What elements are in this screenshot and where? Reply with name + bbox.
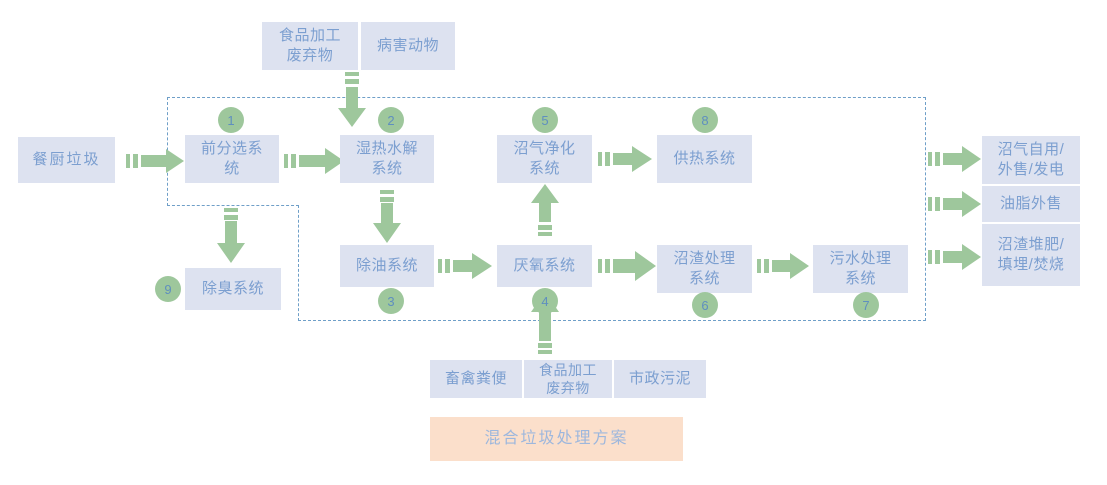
system-pre-sorting-system[interactable]: 前分选系 统 — [185, 135, 279, 183]
node-label: 污水处理 系统 — [829, 250, 892, 287]
node-label: 市政污泥 — [628, 370, 691, 388]
input-diseased-animals[interactable]: 病害动物 — [361, 22, 455, 70]
scheme-title-label: 混合垃圾处理方案 — [484, 430, 629, 448]
dashed-boundary-top — [167, 97, 926, 98]
system-oil-removal-system[interactable]: 除油系统 — [340, 245, 434, 287]
dashed-boundary-left-step — [167, 205, 299, 206]
step-badge-8: 8 — [692, 107, 718, 133]
system-heat-supply-system[interactable]: 供热系统 — [657, 135, 752, 183]
dashed-boundary-bottom — [298, 320, 926, 321]
node-label: 沼渣堆肥/ 填埋/焚烧 — [997, 236, 1065, 273]
step-badge-1: 1 — [218, 107, 244, 133]
step-badge-9: 9 — [155, 276, 181, 302]
step-number: 4 — [541, 293, 549, 309]
dashed-boundary-left-lower — [298, 205, 299, 321]
dashed-boundary-right — [925, 97, 926, 321]
step-number: 5 — [541, 112, 549, 128]
node-label: 食品加工 废弃物 — [278, 27, 341, 64]
system-anaerobic-system[interactable]: 厌氧系统 — [497, 245, 592, 287]
system-deodorization-system[interactable]: 除臭系统 — [185, 268, 281, 310]
node-label: 供热系统 — [673, 150, 736, 168]
step-number: 2 — [387, 112, 395, 128]
output-biogas-residue-use[interactable]: 沼渣堆肥/ 填埋/焚烧 — [982, 224, 1080, 286]
node-label: 除油系统 — [355, 257, 418, 275]
input-food-processing-waste-top[interactable]: 食品加工 废弃物 — [262, 22, 358, 70]
input-livestock-manure[interactable]: 畜禽粪便 — [430, 360, 522, 398]
node-label: 前分选系 统 — [200, 140, 263, 177]
node-label: 沼渣处理 系统 — [673, 250, 736, 287]
step-number: 7 — [862, 297, 870, 313]
scheme-title-box: 混合垃圾处理方案 — [430, 417, 683, 461]
step-number: 3 — [387, 293, 395, 309]
step-number: 6 — [701, 297, 709, 313]
step-badge-2: 2 — [378, 107, 404, 133]
system-biogas-residue-treatment-system[interactable]: 沼渣处理 系统 — [657, 245, 752, 293]
output-biogas-use[interactable]: 沼气自用/ 外售/发电 — [982, 136, 1080, 184]
step-number: 1 — [227, 112, 235, 128]
node-label: 餐厨垃圾 — [32, 151, 101, 169]
input-food-processing-waste-bottom[interactable]: 食品加工 废弃物 — [524, 360, 612, 398]
step-number: 9 — [164, 281, 172, 297]
node-label: 除臭系统 — [201, 280, 264, 298]
input-kitchen-waste[interactable]: 餐厨垃圾 — [18, 137, 115, 183]
input-municipal-sludge[interactable]: 市政污泥 — [614, 360, 706, 398]
step-badge-5: 5 — [532, 107, 558, 133]
node-label: 沼气自用/ 外售/发电 — [997, 141, 1065, 178]
step-badge-4: 4 — [532, 288, 558, 314]
step-badge-7: 7 — [853, 292, 879, 318]
node-label: 油脂外售 — [999, 195, 1062, 213]
node-label: 厌氧系统 — [513, 257, 576, 275]
output-grease-sale[interactable]: 油脂外售 — [982, 186, 1080, 222]
node-label: 食品加工 废弃物 — [539, 361, 597, 396]
system-wet-thermal-hydrolysis-system[interactable]: 湿热水解 系统 — [340, 135, 434, 183]
node-label: 病害动物 — [376, 37, 439, 55]
step-number: 8 — [701, 112, 709, 128]
step-badge-6: 6 — [692, 292, 718, 318]
node-label: 湿热水解 系统 — [355, 140, 418, 177]
node-label: 畜禽粪便 — [444, 370, 507, 388]
system-wastewater-treatment-system[interactable]: 污水处理 系统 — [813, 245, 908, 293]
step-badge-3: 3 — [378, 288, 404, 314]
node-label: 沼气净化 系统 — [513, 140, 576, 177]
system-biogas-purification-system[interactable]: 沼气净化 系统 — [497, 135, 592, 183]
